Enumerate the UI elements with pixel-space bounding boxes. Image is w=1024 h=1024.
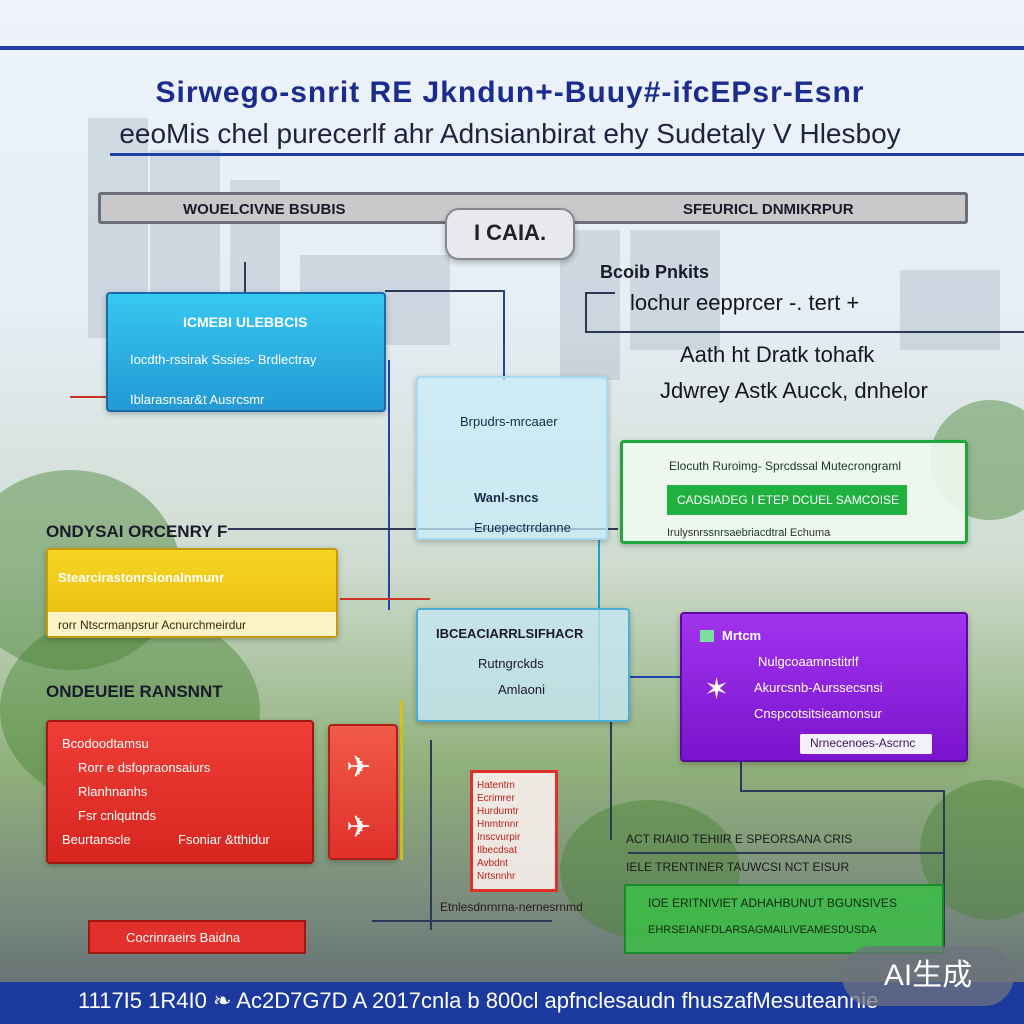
green-node-line2: CADSIADEG I ETEP DCUEL SAMCOISE (677, 493, 900, 507)
purple-node-title: Mrtcm (722, 628, 762, 643)
bottom-note: Etnlesdnrnrna-nernesrnmd (440, 900, 583, 914)
cyan-node-line2: Iblarasnsar&t Ausrcsmr (130, 392, 265, 407)
purple-node-line2: Akurcsnb-Aurssecsnsi (754, 680, 883, 695)
mid-lower-node-line2: Rutngrckds (478, 656, 544, 671)
center-node-line2: Wanl-sncs (474, 490, 539, 505)
header-rule-top (0, 46, 1024, 50)
red-node-line5: Beurtanscle (62, 832, 131, 847)
hub-node: I CAIA. (445, 208, 575, 260)
footer-bar: 1117I5 1R4I0 ❧ Ac2D7G7D A 2017cnla b 800… (0, 982, 1024, 1024)
ai-generated-watermark: AI生成 (842, 946, 1014, 1006)
right-notes-line1: lochur eepprcer -. tert + (630, 290, 860, 315)
green-node-box: Elocuth Ruroimg- Sprcdssal Mutecrongraml… (620, 440, 968, 544)
yellow-node-line2: rorr Ntscrmanpsrur Acnurchmeirdur (58, 618, 247, 632)
right-notes-line2: Aath ht Dratk tohafk (680, 342, 875, 367)
star-icon: ✶ (704, 673, 730, 706)
green-lower-box: ACT RIAIIO TEHIIR E SPEORSANA CRIS IELE … (624, 828, 944, 954)
cyan-node-title: ICMEBI ULEBBCIS (183, 314, 308, 330)
red-small-label-box: Cocrinraeirs Baidna (88, 920, 306, 954)
mid-lower-node-line1: IBCEACIARRLSIFHACR (436, 626, 584, 641)
red-node-line4: Fsr cnlqutnds (78, 808, 157, 823)
green-lower-line2: IELE TRENTINER TAUWCSI NCT EISUR (626, 860, 850, 874)
red-node-box: Bcodoodtamsu Rorr e dsfopraonsaiurs Rlan… (46, 720, 314, 864)
yellow-node-line1: Stearcirastonrsionalnmunr (58, 570, 225, 585)
red-grid-item: Hatentm (477, 780, 515, 791)
red-section-label: ONDEUEIE RANSNNT (46, 682, 223, 701)
mid-lower-node-line3: Amlaoni (498, 682, 545, 697)
bar-left-label: WOUELCIVNE BSUBIS (183, 201, 346, 218)
purple-node-pill: Nrnecenoes-Ascrnc (800, 734, 932, 754)
red-icon-tile: ✈ ✈ (328, 724, 398, 860)
purple-node-chip (700, 630, 714, 642)
green-lower-panel (624, 884, 944, 954)
red-grid-item: Ilbecdsat (477, 845, 518, 856)
green-node-line1: Elocuth Ruroimg- Sprcdssal Mutecrongraml (669, 459, 902, 473)
center-node-box: Brpudrs-mrcaaer Wanl-sncs Eruepectrrdann… (416, 376, 608, 540)
cyan-node-box: ICMEBI ULEBBCIS Iocdth-rssirak Sssies- B… (106, 292, 386, 412)
airplane-icon: ✈ (346, 751, 372, 784)
purple-node-line3: Cnspcotsitsieamonsur (754, 706, 882, 721)
yellow-node-band (48, 612, 336, 636)
right-notes-heading: Bcoib Pnkits (600, 262, 710, 282)
airplane-icon-2: ✈ (346, 811, 372, 844)
bar-right-label: SFEURICL DNMIKRPUR (683, 201, 854, 218)
page-title: Sirwego-snrit RE Jkndun+-Buuy#-ifcEPsr-E… (155, 76, 865, 109)
red-grid-item: Ecrimrer (477, 793, 515, 804)
green-node-band (667, 485, 907, 515)
red-node-line2: Rorr e dsfopraonsaiurs (78, 760, 211, 775)
red-grid-item: Nrtsnnhr (477, 871, 516, 882)
red-node-line3: Rlanhnanhs (78, 784, 148, 799)
green-lower-line3: IOE ERITNIVIET ADHAHBUNUT BGUNSIVES (648, 896, 897, 910)
right-notes-line3: Jdwrey Astk Aucck, dnhelor (660, 378, 928, 403)
red-small-label: Cocrinraeirs Baidna (126, 930, 241, 945)
red-grid-item: Hnmtrnnr (477, 819, 519, 830)
header-rule-bottom (110, 153, 1024, 156)
red-grid-item: Inscvurpir (477, 832, 521, 843)
red-grid-item: Avbdnt (477, 858, 508, 869)
center-node-line3: Eruepectrrdanne (474, 520, 571, 535)
mid-lower-node-box: IBCEACIARRLSIFHACR Rutngrckds Amlaoni (416, 608, 630, 722)
cyan-node-line1: Iocdth-rssirak Sssies- Brdlectray (130, 352, 317, 367)
center-node-line1: Brpudrs-mrcaaer (460, 414, 558, 429)
red-node-line6: Fsoniar &tthidur (178, 832, 270, 847)
red-dotted-panel: Hatentm Ecrimrer Hurdumtr Hnmtrnnr Inscv… (470, 770, 558, 892)
red-grid-item: Hurdumtr (477, 806, 519, 817)
green-lower-line1: ACT RIAIIO TEHIIR E SPEORSANA CRIS (626, 832, 853, 846)
green-lower-line4: EHRSEIANFDLARSAGMAILIVEAMESDUSDA (648, 924, 877, 936)
purple-node-box: Mrtcm ✶ Nulgcoaamnstitrlf Akurcsnb-Aurss… (680, 612, 968, 762)
yellow-section-label: ONDYSAI ORCENRY F (46, 522, 228, 541)
red-node-line1: Bcodoodtamsu (62, 736, 149, 751)
purple-node-line1: Nulgcoaamnstitrlf (758, 654, 859, 669)
yellow-node-box: Stearcirastonrsionalnmunr rorr Ntscrmanp… (46, 548, 338, 638)
page-subtitle: eeoMis chel purecerlf ahr Adnsianbirat e… (119, 118, 901, 149)
green-node-line3: Irulysnrssnrsaebriacdtral Echuma (667, 527, 831, 539)
purple-node-pill-text: Nrnecenoes-Ascrnc (810, 736, 916, 750)
footer-text: 1117I5 1R4I0 ❧ Ac2D7G7D A 2017cnla b 800… (78, 988, 879, 1013)
